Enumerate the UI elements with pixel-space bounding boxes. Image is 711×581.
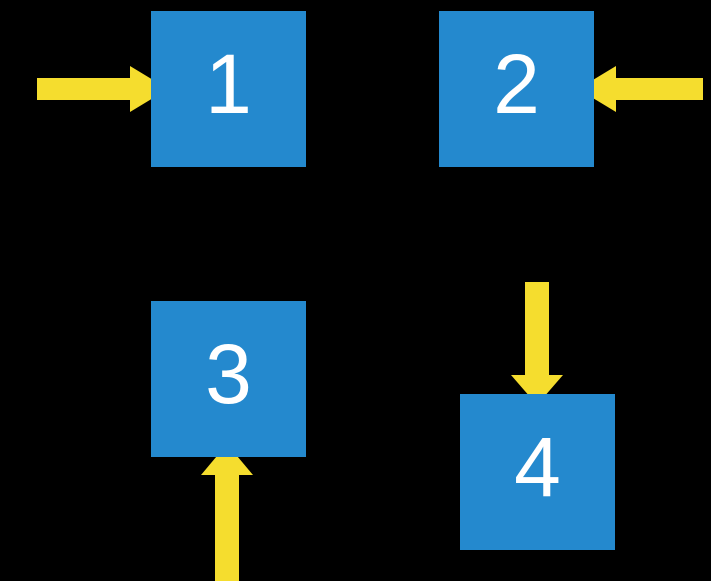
arrow-up-into-box-3: [201, 444, 253, 581]
box-node-4-label: 4: [514, 420, 561, 514]
arrow-right-into-box-1: [37, 66, 168, 112]
box-node-1-label: 1: [205, 37, 252, 131]
box-node-2[interactable]: 2: [439, 11, 594, 167]
box-node-3[interactable]: 3: [151, 301, 306, 457]
arrow-right-shape: [37, 66, 168, 112]
arrow-left-shape: [578, 66, 703, 112]
box-node-1[interactable]: 1: [151, 11, 306, 167]
box-node-4[interactable]: 4: [460, 394, 615, 550]
box-node-2-label: 2: [493, 37, 540, 131]
arrow-left-into-box-2: [578, 66, 703, 112]
arrow-down-shape: [511, 282, 563, 405]
arrow-down-into-box-4: [511, 282, 563, 405]
box-node-3-label: 3: [205, 327, 252, 421]
arrow-up-shape: [201, 444, 253, 581]
